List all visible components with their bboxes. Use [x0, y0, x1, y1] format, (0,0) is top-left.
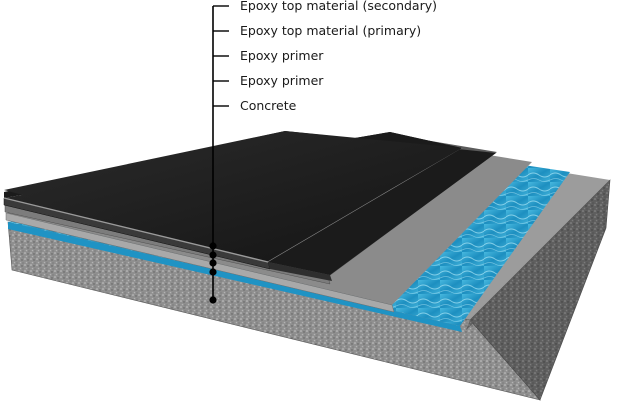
- layer-labels: Epoxy top material (secondary) Epoxy top…: [240, 0, 437, 113]
- top-secondary-cap: [4, 131, 462, 260]
- water-front-edge: [8, 222, 462, 332]
- primer-lower-front: [5, 212, 395, 313]
- marker-dot-top-secondary: [209, 242, 217, 250]
- label-concrete: Concrete: [240, 98, 297, 113]
- top-secondary-layer: [3, 131, 496, 281]
- marker-dot-top-primary: [209, 251, 217, 259]
- label-top-secondary: Epoxy top material (secondary): [240, 0, 437, 13]
- concrete-right-top: [466, 180, 610, 330]
- marker-dot-primer-upper: [209, 259, 217, 267]
- label-primer-upper: Epoxy primer: [240, 48, 324, 63]
- label-top-primary: Epoxy top material (primary): [240, 23, 421, 38]
- concrete-right-face: [469, 179, 611, 401]
- label-primer-lower: Epoxy primer: [240, 73, 324, 88]
- leader-callouts: [209, 5, 229, 304]
- top-secondary-front-band: [268, 262, 332, 281]
- marker-dot-concrete: [209, 296, 217, 304]
- marker-dot-primer-lower: [209, 268, 217, 276]
- top-secondary-edge-highlight: [3, 197, 269, 263]
